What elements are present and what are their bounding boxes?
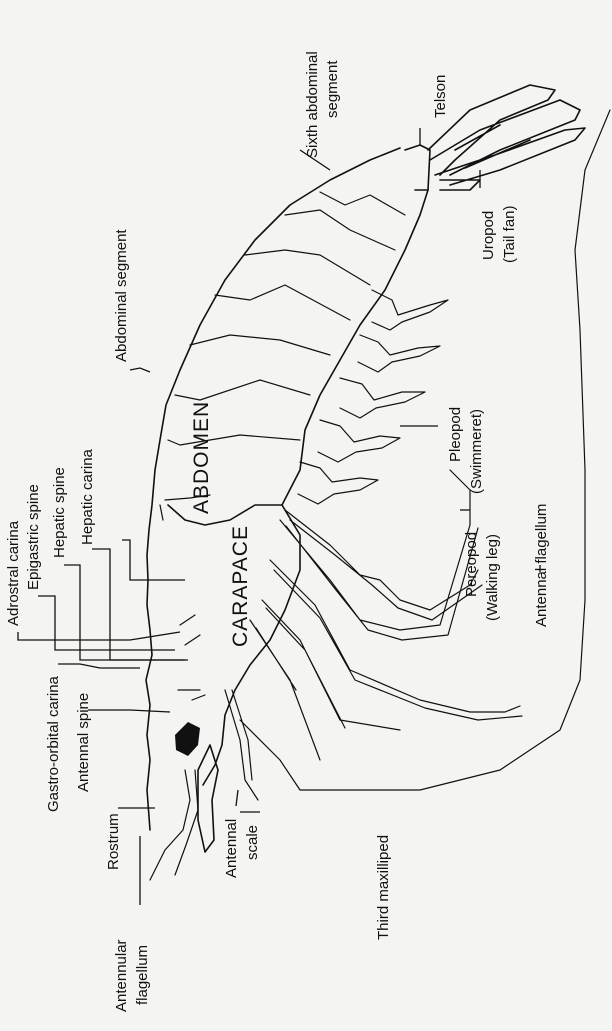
carapace-spines <box>178 615 205 700</box>
pleopods <box>298 290 448 504</box>
leader-lines <box>18 128 540 905</box>
sixth-abdominal-segment-label-line2: segment <box>324 60 341 118</box>
pereopods <box>250 470 522 760</box>
antennular-flagellum-label-line1: Antennular <box>113 939 130 1012</box>
third-maxilliped-label: Third maxilliped <box>375 835 392 940</box>
antennal-scale-drawing <box>198 745 218 852</box>
pereopod-label-line2: (Walking leg) <box>484 534 501 621</box>
sixth-abdominal-segment-label-line1: Sixth abdominal <box>304 51 321 158</box>
telson-label: Telson <box>432 75 449 118</box>
abdominal-segment-label: Abdominal segment <box>113 229 130 362</box>
carapace-label: CARAPACE <box>229 525 252 647</box>
adrostral-carina-label: Adrostral carina <box>5 520 22 626</box>
antennal-flagellum-label: Antennal flagellum <box>533 504 550 627</box>
pleopod-label-line2: (Swimmeret) <box>468 409 485 494</box>
antennule <box>150 770 198 880</box>
antennal-scale-label-line2: scale <box>244 825 261 860</box>
abdomen-label: ABDOMEN <box>190 401 213 514</box>
rostrum-label: Rostrum <box>105 813 122 870</box>
antennal-scale-label-line1: Antennal <box>223 819 240 878</box>
uropod-label-line1: Uropod <box>480 211 497 260</box>
pleopod-label-line1: Pleopod <box>447 407 464 462</box>
epigastric-spine-label: Epigastric spine <box>25 484 42 590</box>
antennal-spine-label: Antennal spine <box>75 693 92 792</box>
gastro-orbital-carina-label: Gastro-orbital carina <box>45 675 62 812</box>
shrimp-drawing <box>146 85 610 880</box>
antennal-flagellum-curve <box>240 110 610 790</box>
third-maxilliped-drawing <box>225 690 258 800</box>
antennular-flagellum-label-line2: flagellum <box>134 945 151 1005</box>
uropod-label-line2: (Tail fan) <box>501 205 518 263</box>
hepatic-spine-label: Hepatic spine <box>51 467 68 558</box>
hepatic-carina-label: Hepatic carina <box>79 448 96 545</box>
eye <box>175 722 200 756</box>
pereopod-label-line1: Pereopod <box>463 532 480 597</box>
